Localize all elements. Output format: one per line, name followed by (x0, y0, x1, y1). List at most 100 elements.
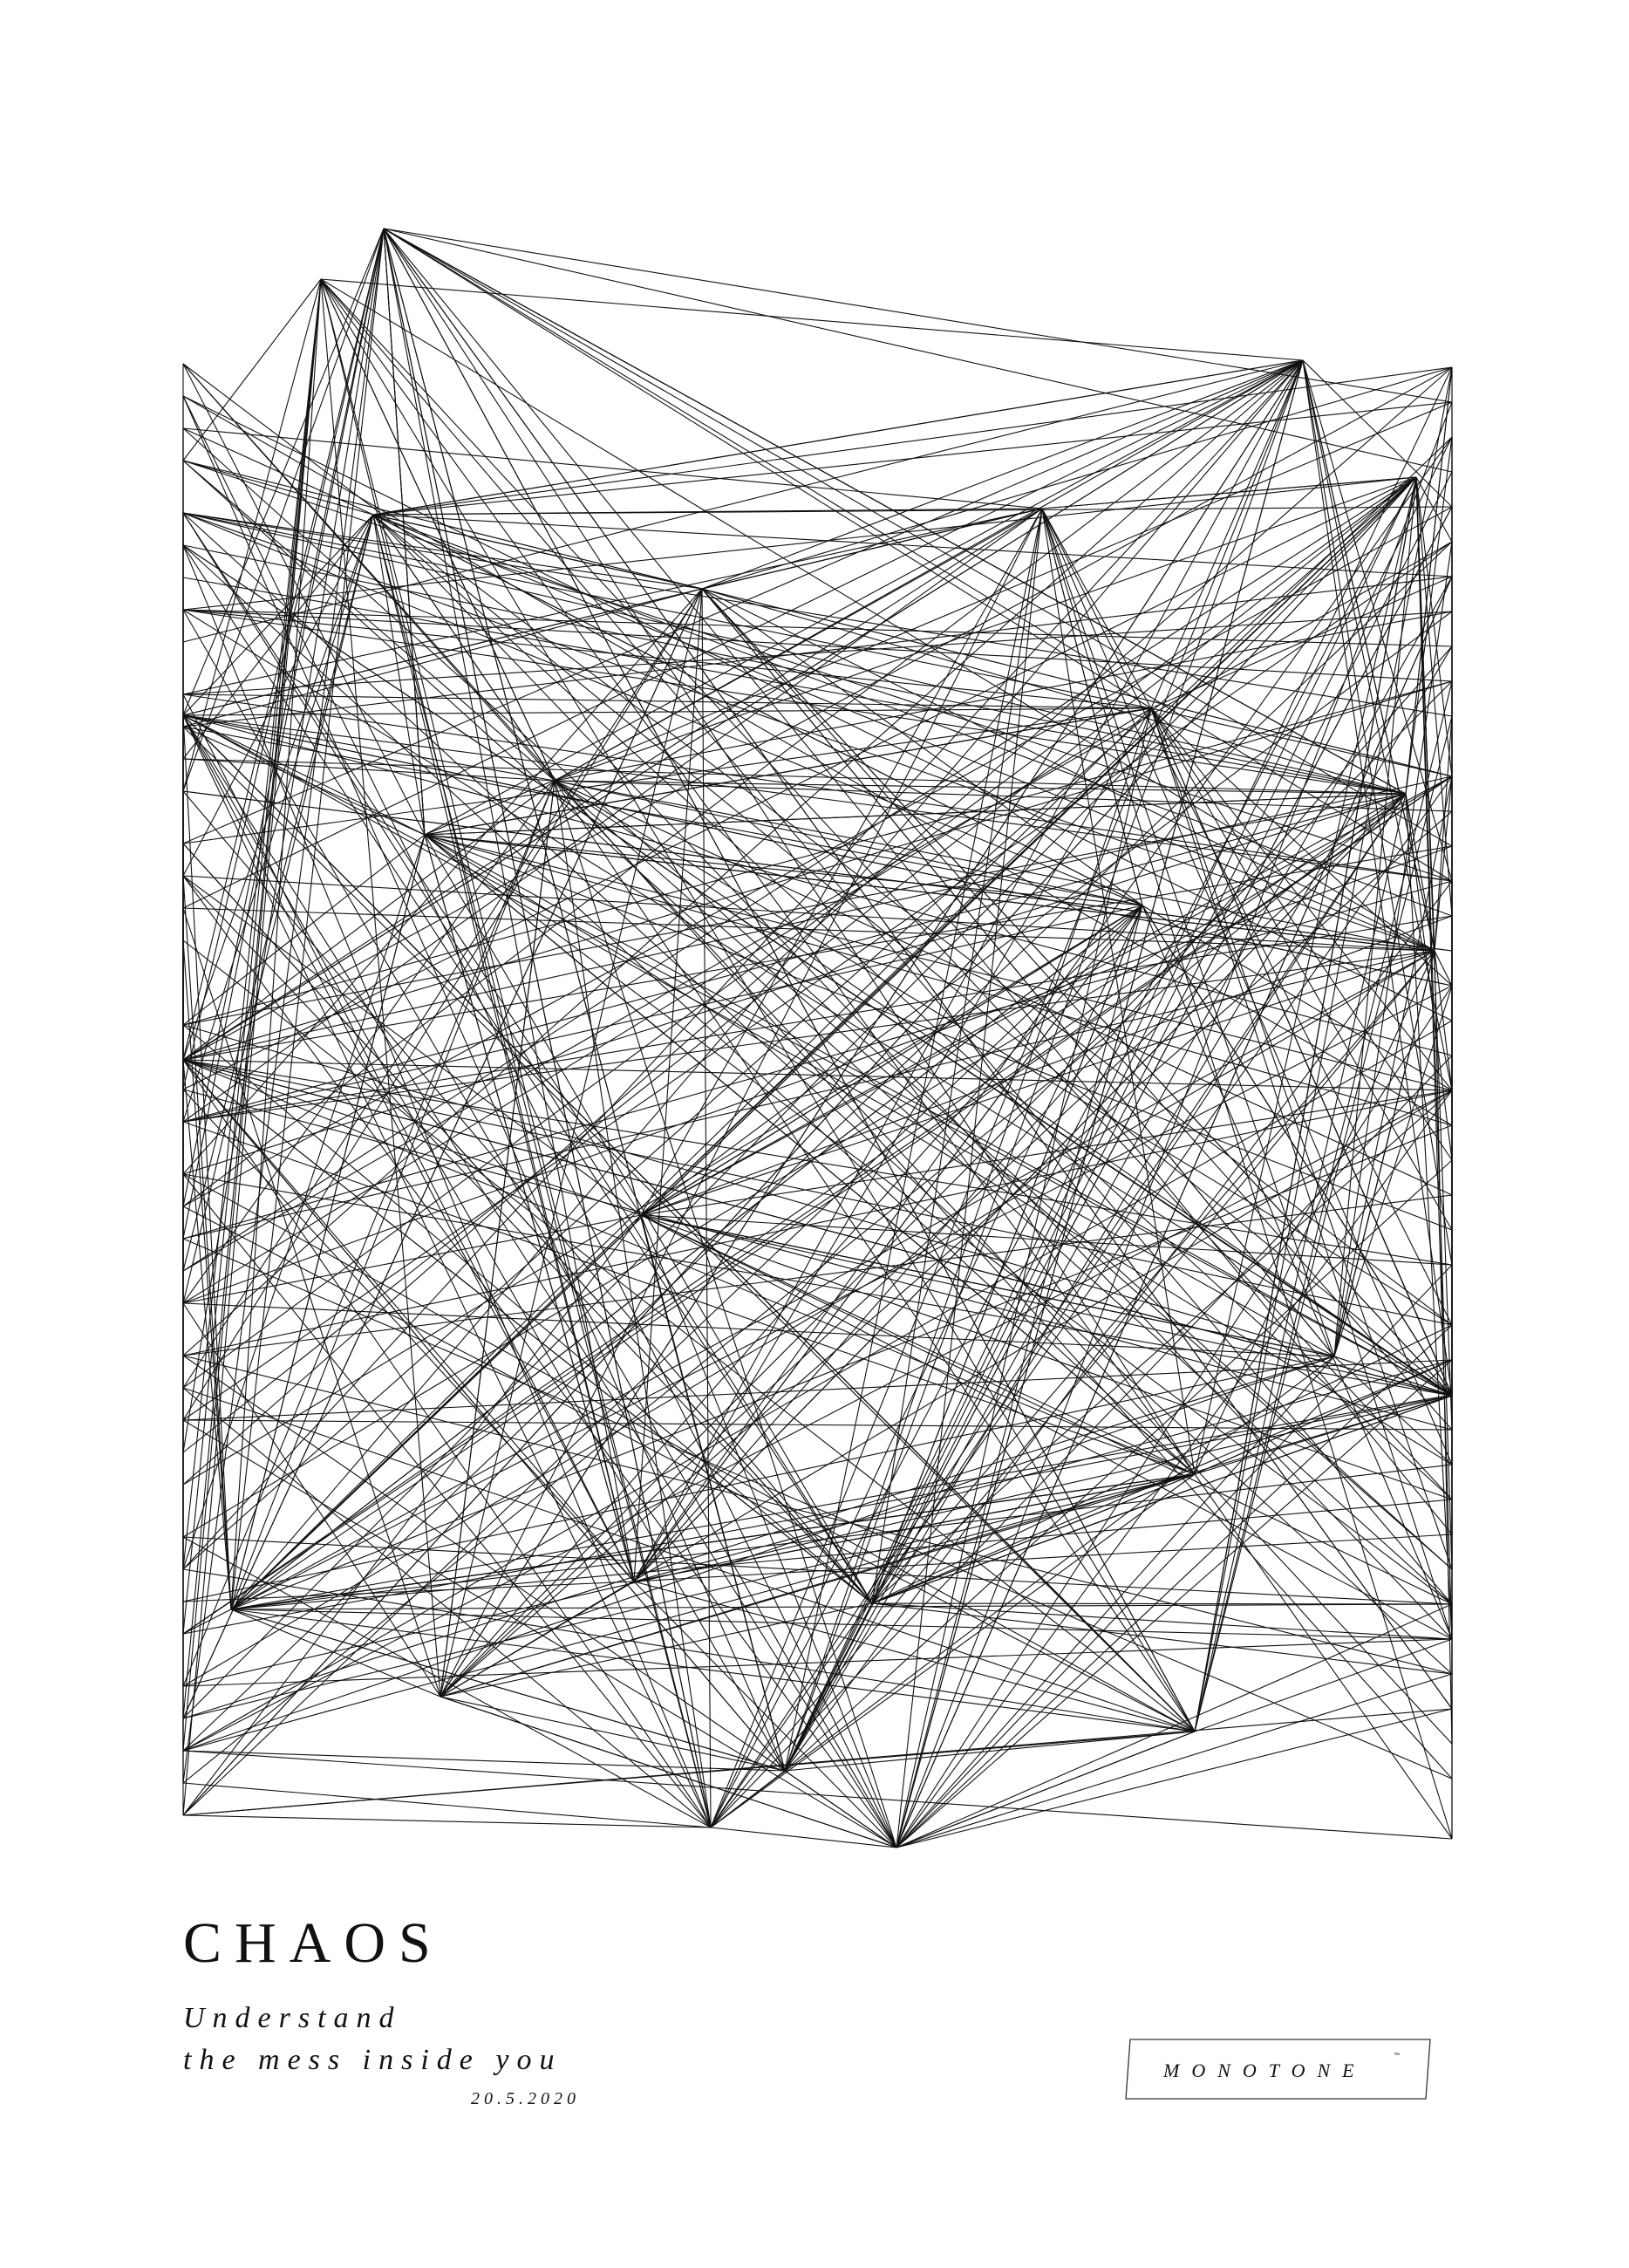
artwork-line (1194, 366, 1453, 1732)
artwork-line (633, 1581, 897, 1848)
artwork-line (701, 588, 1453, 1397)
artwork-line (182, 714, 1335, 1357)
artwork-line (182, 1568, 1196, 1732)
artwork-line (1041, 508, 1453, 1326)
artwork-line (182, 576, 1453, 728)
artwork-line (1405, 793, 1435, 952)
artwork-line (182, 359, 1304, 1061)
artwork-line (372, 514, 1435, 952)
artwork-line (871, 508, 1043, 1604)
artwork-line (182, 395, 786, 1772)
artwork-line (182, 544, 1407, 795)
artwork-line (182, 905, 1143, 1123)
artwork-line (182, 790, 1453, 952)
artwork-line (554, 359, 1304, 782)
artwork-line (640, 1214, 897, 1848)
artwork-line (182, 693, 1453, 882)
artwork-line (182, 845, 1453, 1304)
artwork-line (230, 775, 1453, 1610)
artwork-line (182, 395, 1453, 1021)
artwork-line (710, 1055, 1453, 1828)
artwork-line (182, 1473, 1196, 1752)
artwork-line (896, 1359, 1453, 1848)
artwork-line (182, 1059, 642, 1216)
artwork-line (871, 950, 1435, 1604)
artwork-line (182, 1302, 441, 1698)
artwork-line (710, 1473, 1196, 1828)
artwork-line (440, 1696, 897, 1848)
artwork-line (182, 875, 232, 1610)
artwork-line (1434, 715, 1453, 952)
artwork-line (182, 1059, 1196, 1475)
artwork-line (554, 780, 1407, 795)
artwork-line (383, 228, 1196, 1732)
artwork-line (182, 726, 1196, 1732)
artwork-line (701, 588, 1143, 906)
artwork-line (230, 707, 1152, 1610)
artwork-line (182, 544, 712, 1828)
artwork-line (182, 476, 1417, 1570)
artwork-line (871, 905, 1143, 1604)
artwork-line (182, 1536, 1453, 1605)
artwork-line (871, 1473, 1196, 1604)
artwork-line (182, 793, 1407, 1123)
artwork-line (424, 834, 873, 1604)
artwork-line (372, 401, 1453, 516)
artwork-line (424, 401, 1453, 836)
artwork-line (182, 512, 1453, 1675)
artwork-line (182, 950, 1435, 1240)
artwork-line (182, 950, 1435, 1123)
artwork-line (182, 1302, 1335, 1357)
artwork-line (1041, 476, 1417, 509)
artwork-line (182, 1355, 1453, 1675)
artwork-line (701, 366, 1453, 590)
artwork-line (372, 514, 1453, 1640)
artwork-line (372, 514, 712, 1828)
artwork-line (320, 278, 1196, 1475)
artwork-line (383, 228, 1453, 882)
artwork-line (424, 793, 1407, 836)
artwork-line (1415, 476, 1453, 543)
brand-frame (1125, 2039, 1431, 2100)
artwork-line (182, 875, 897, 1848)
artwork-line (896, 1264, 1453, 1848)
artwork-line (784, 1770, 897, 1848)
artwork-line (701, 588, 1435, 952)
artwork-line (896, 1708, 1453, 1848)
artwork-line (1302, 359, 1453, 1091)
artwork-line (710, 359, 1304, 1828)
artwork-line (871, 1602, 1453, 1675)
artwork-line (182, 1059, 635, 1582)
artwork-line (1434, 775, 1453, 952)
artwork-line (182, 1419, 1453, 1431)
artwork-line (182, 508, 1043, 1123)
artwork-line (182, 1419, 897, 1848)
artwork-line (784, 880, 1453, 1772)
artwork-line (440, 793, 1407, 1698)
artwork-line (182, 780, 555, 1304)
artwork-line (230, 1603, 1453, 1610)
artwork-line (182, 609, 1152, 709)
artwork-line (182, 714, 232, 1610)
artwork-line (182, 609, 1453, 682)
artwork-line (1434, 950, 1453, 1745)
artwork-line (784, 646, 1453, 1772)
artwork-line (182, 395, 1453, 1126)
artwork-line (871, 793, 1407, 1604)
artwork-line (440, 810, 1453, 1698)
artwork-line (633, 1359, 1453, 1582)
artwork-line (320, 278, 712, 1828)
artwork-line (182, 588, 703, 1175)
artwork-line (871, 1395, 1453, 1604)
artwork-line (182, 460, 1453, 1605)
artwork-line (424, 359, 1304, 836)
artwork-line (182, 1782, 712, 1828)
artwork-line (182, 714, 1453, 882)
artwork-line (1434, 950, 1453, 987)
artwork-line (182, 714, 555, 782)
artwork-line (383, 228, 1196, 1475)
artwork-line (784, 1731, 1196, 1772)
brand-logo: MONOTONE ™ (1125, 2037, 1435, 2101)
artwork-line (640, 1214, 1335, 1357)
artwork-line (710, 476, 1417, 1828)
